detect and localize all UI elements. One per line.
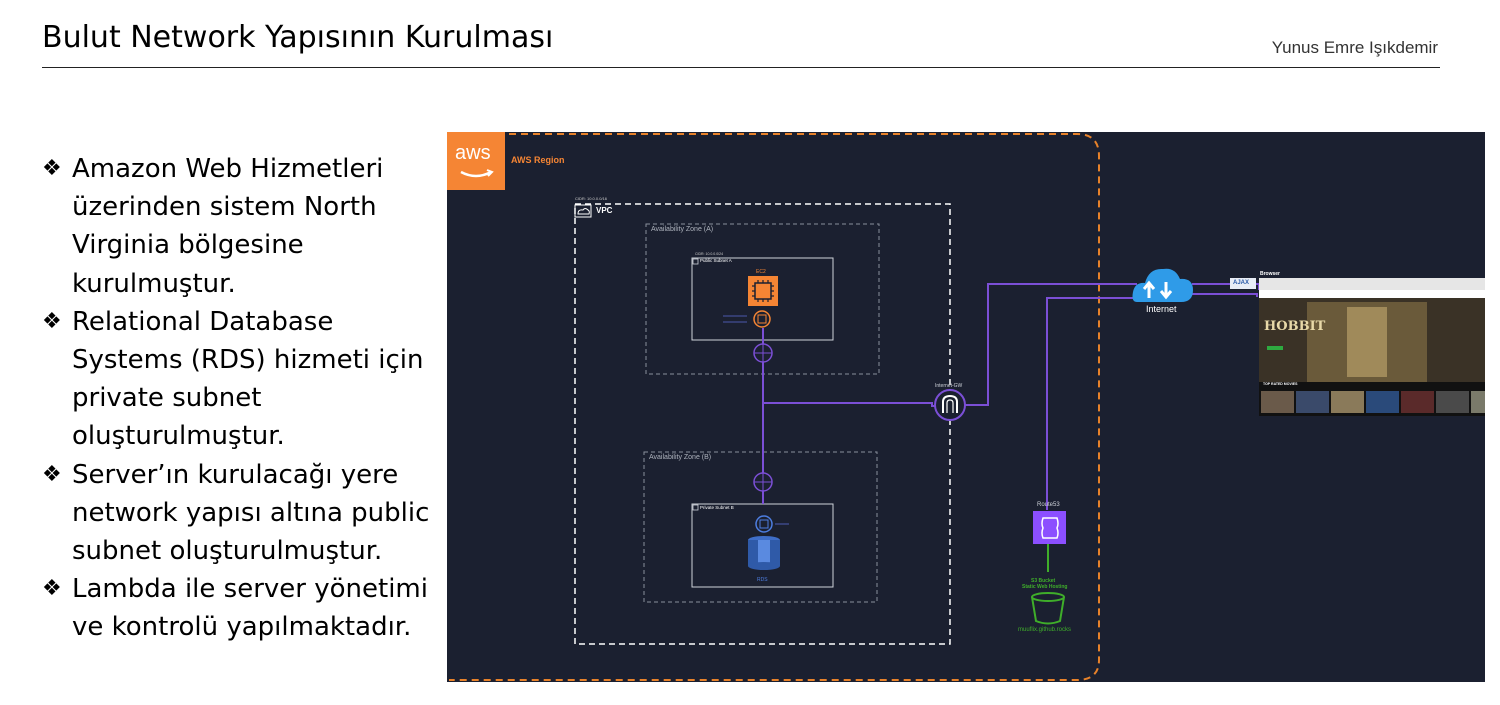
browser-brand-badge xyxy=(1230,278,1256,289)
internet-label: Internet xyxy=(1146,304,1177,314)
bullet-item: ❖ Lambda ile server yönetimi ve kontrolü… xyxy=(42,570,442,646)
vpc-label: VPC xyxy=(596,206,613,215)
route53-shield-icon xyxy=(1033,511,1066,544)
bullet-marker-icon: ❖ xyxy=(42,156,62,181)
public-subnet-label: Public Subnet A xyxy=(700,258,732,263)
region-label: AWS Region xyxy=(511,155,565,165)
rds-label: RDS xyxy=(757,577,768,583)
author-name: Yunus Emre Işıkdemir xyxy=(1271,38,1438,57)
title-divider xyxy=(42,67,1440,68)
browser-label: Browser xyxy=(1260,271,1281,277)
ec2-instance-icon xyxy=(753,310,771,328)
s3-label-line1: S3 Bucket xyxy=(1031,578,1056,584)
bullet-line: Systems (RDS) hizmeti için xyxy=(72,345,424,376)
rds-instance-icon xyxy=(755,515,773,533)
private-router-icon xyxy=(753,472,773,492)
bullet-line: üzerinden sistem North xyxy=(72,192,377,223)
movie-thumbnails xyxy=(1261,391,1485,413)
private-subnet-label: Private Subnet B xyxy=(700,505,734,510)
bullet-line: Server’ın kurulacağı yere xyxy=(72,459,399,490)
ec2-chip-icon xyxy=(748,276,778,306)
rds-database-icon xyxy=(748,536,780,570)
diagram-canvas xyxy=(447,132,1485,681)
aws-architecture-diagram: AWS Region aws CIDR: 10.0.0.0/16 VPC Ava… xyxy=(447,132,1485,682)
bullet-line: private subnet xyxy=(72,383,262,414)
bullet-line: Relational Database xyxy=(72,306,334,337)
aws-logo-text: aws xyxy=(455,142,491,164)
page-title: Bulut Network Yapısının Kurulması xyxy=(42,20,554,55)
bullet-line: network yapısı altına public xyxy=(72,497,430,528)
browser-brand: AJAX xyxy=(1233,280,1250,286)
bullet-line: ve kontrolü yapılmaktadır. xyxy=(72,612,412,643)
route53-label: Route53 xyxy=(1037,502,1060,508)
aws-logo xyxy=(447,132,505,190)
bullet-line: subnet oluşturulmuştur. xyxy=(72,536,383,567)
bullet-marker-icon: ❖ xyxy=(42,461,62,487)
bullet-marker-icon: ❖ xyxy=(42,576,62,602)
bullet-line: kurulmuştur. xyxy=(72,268,236,299)
availability-zone-b xyxy=(643,451,878,603)
movie-title: HOBBIT xyxy=(1264,319,1326,334)
ec2-label: EC2 xyxy=(756,269,766,275)
s3-domain: muuflix.github.rocks xyxy=(1018,627,1072,633)
bullet-item: ❖ Amazon Web Hizmetleri üzerinden sistem… xyxy=(42,150,442,303)
bullet-item: ❖ Relational Database Systems (RDS) hizm… xyxy=(42,303,442,456)
bullet-item: ❖ Server’ın kurulacağı yere network yapı… xyxy=(42,456,442,571)
network-links xyxy=(762,283,1260,510)
vpc-cidr: CIDR: 10.0.0.0/16 xyxy=(575,196,608,201)
bullet-list: ❖ Amazon Web Hizmetleri üzerinden sistem… xyxy=(42,150,442,647)
bullet-line: Amazon Web Hizmetleri xyxy=(72,154,384,184)
bullet-line: Virginia bölgesine xyxy=(72,230,304,261)
az-a-label: Availability Zone (A) xyxy=(651,226,714,233)
aws-region-border xyxy=(449,133,1100,681)
top-rated-label: TOP RATED MOVIES xyxy=(1263,382,1298,386)
igw-label: Internet-GW xyxy=(935,383,963,389)
bullet-line: oluşturulmuştur. xyxy=(72,421,285,452)
s3-label-line2: Static Web Hosting xyxy=(1022,584,1068,590)
az-b-label: Availability Zone (B) xyxy=(649,454,712,461)
public-router-icon xyxy=(753,343,773,363)
cloud-icon xyxy=(1132,268,1193,302)
public-subnet-cidr: CIDR: 10.0.0.0/24 xyxy=(695,252,724,256)
vpc-cloud-icon xyxy=(574,204,592,218)
bullet-line: Lambda ile server yönetimi xyxy=(72,574,428,605)
internet-gateway-icon xyxy=(934,389,966,421)
bullet-marker-icon: ❖ xyxy=(42,308,62,334)
s3-bucket-icon xyxy=(1031,592,1065,625)
vpc-boundary xyxy=(574,203,951,645)
